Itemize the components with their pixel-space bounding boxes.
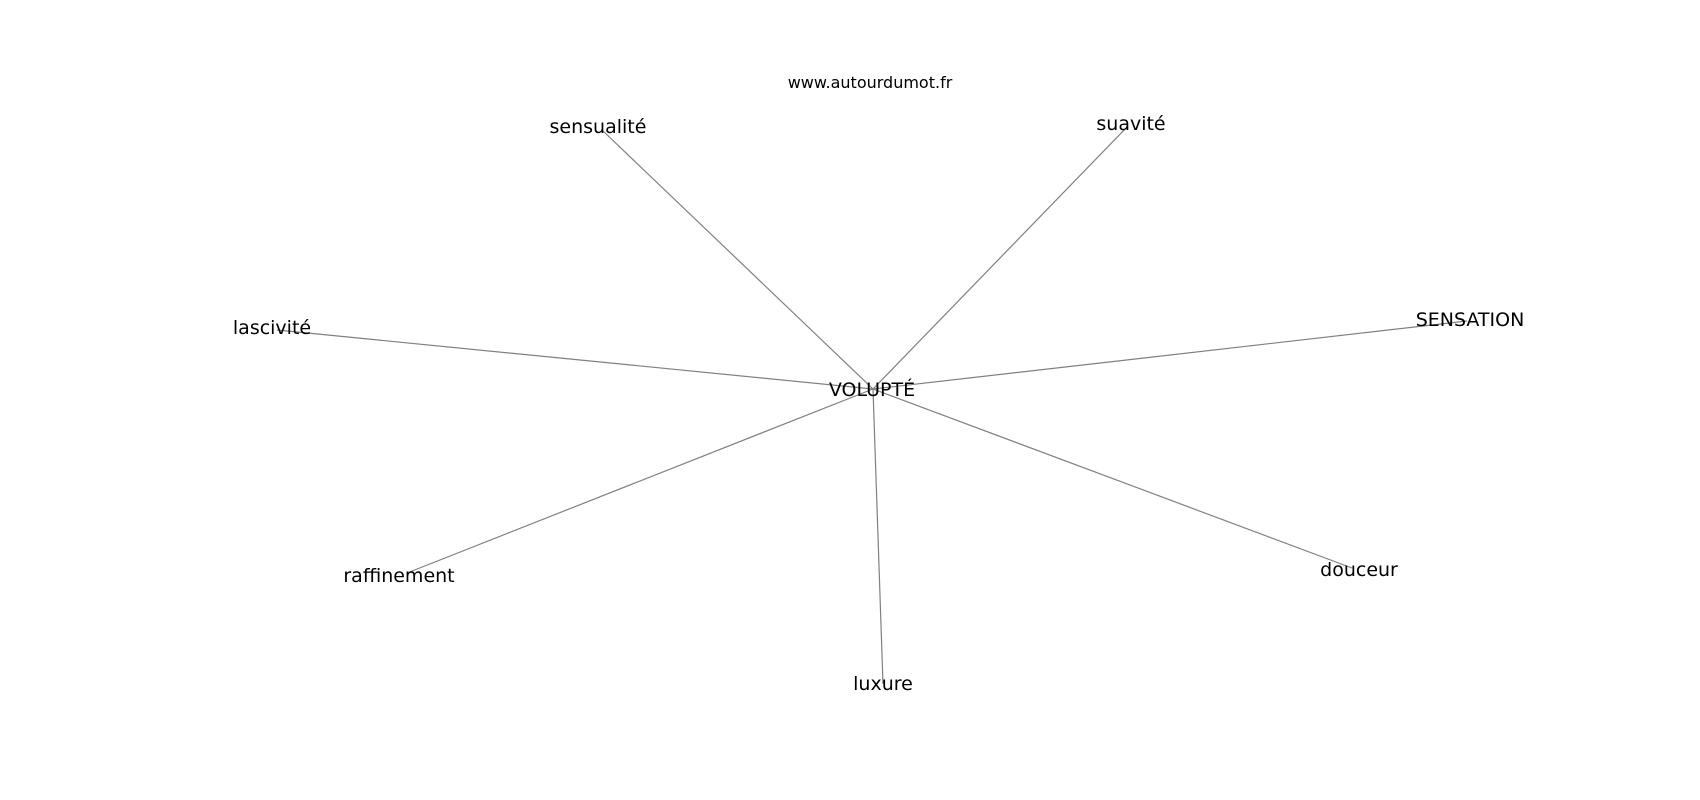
node-sensation: SENSATION	[1416, 309, 1525, 331]
edge-suavite	[872, 125, 1129, 390]
node-raffinement: raffinement	[343, 565, 454, 587]
node-luxure: luxure	[853, 673, 913, 695]
edge-luxure	[872, 388, 884, 685]
graph-edges	[276, 125, 1468, 685]
node-douceur: douceur	[1320, 559, 1398, 581]
edge-sensualite	[601, 129, 874, 390]
node-suavite: suavité	[1096, 113, 1165, 135]
source-url: www.autourdumot.fr	[788, 73, 953, 92]
edge-lascivite	[276, 329, 874, 390]
node-lascivite: lascivité	[233, 317, 311, 339]
edge-douceur	[872, 388, 1353, 569]
edge-raffinement	[406, 388, 874, 574]
center-node: VOLUPTÉ	[829, 378, 915, 401]
edge-sensation	[872, 320, 1468, 390]
node-sensualite: sensualité	[550, 116, 647, 138]
